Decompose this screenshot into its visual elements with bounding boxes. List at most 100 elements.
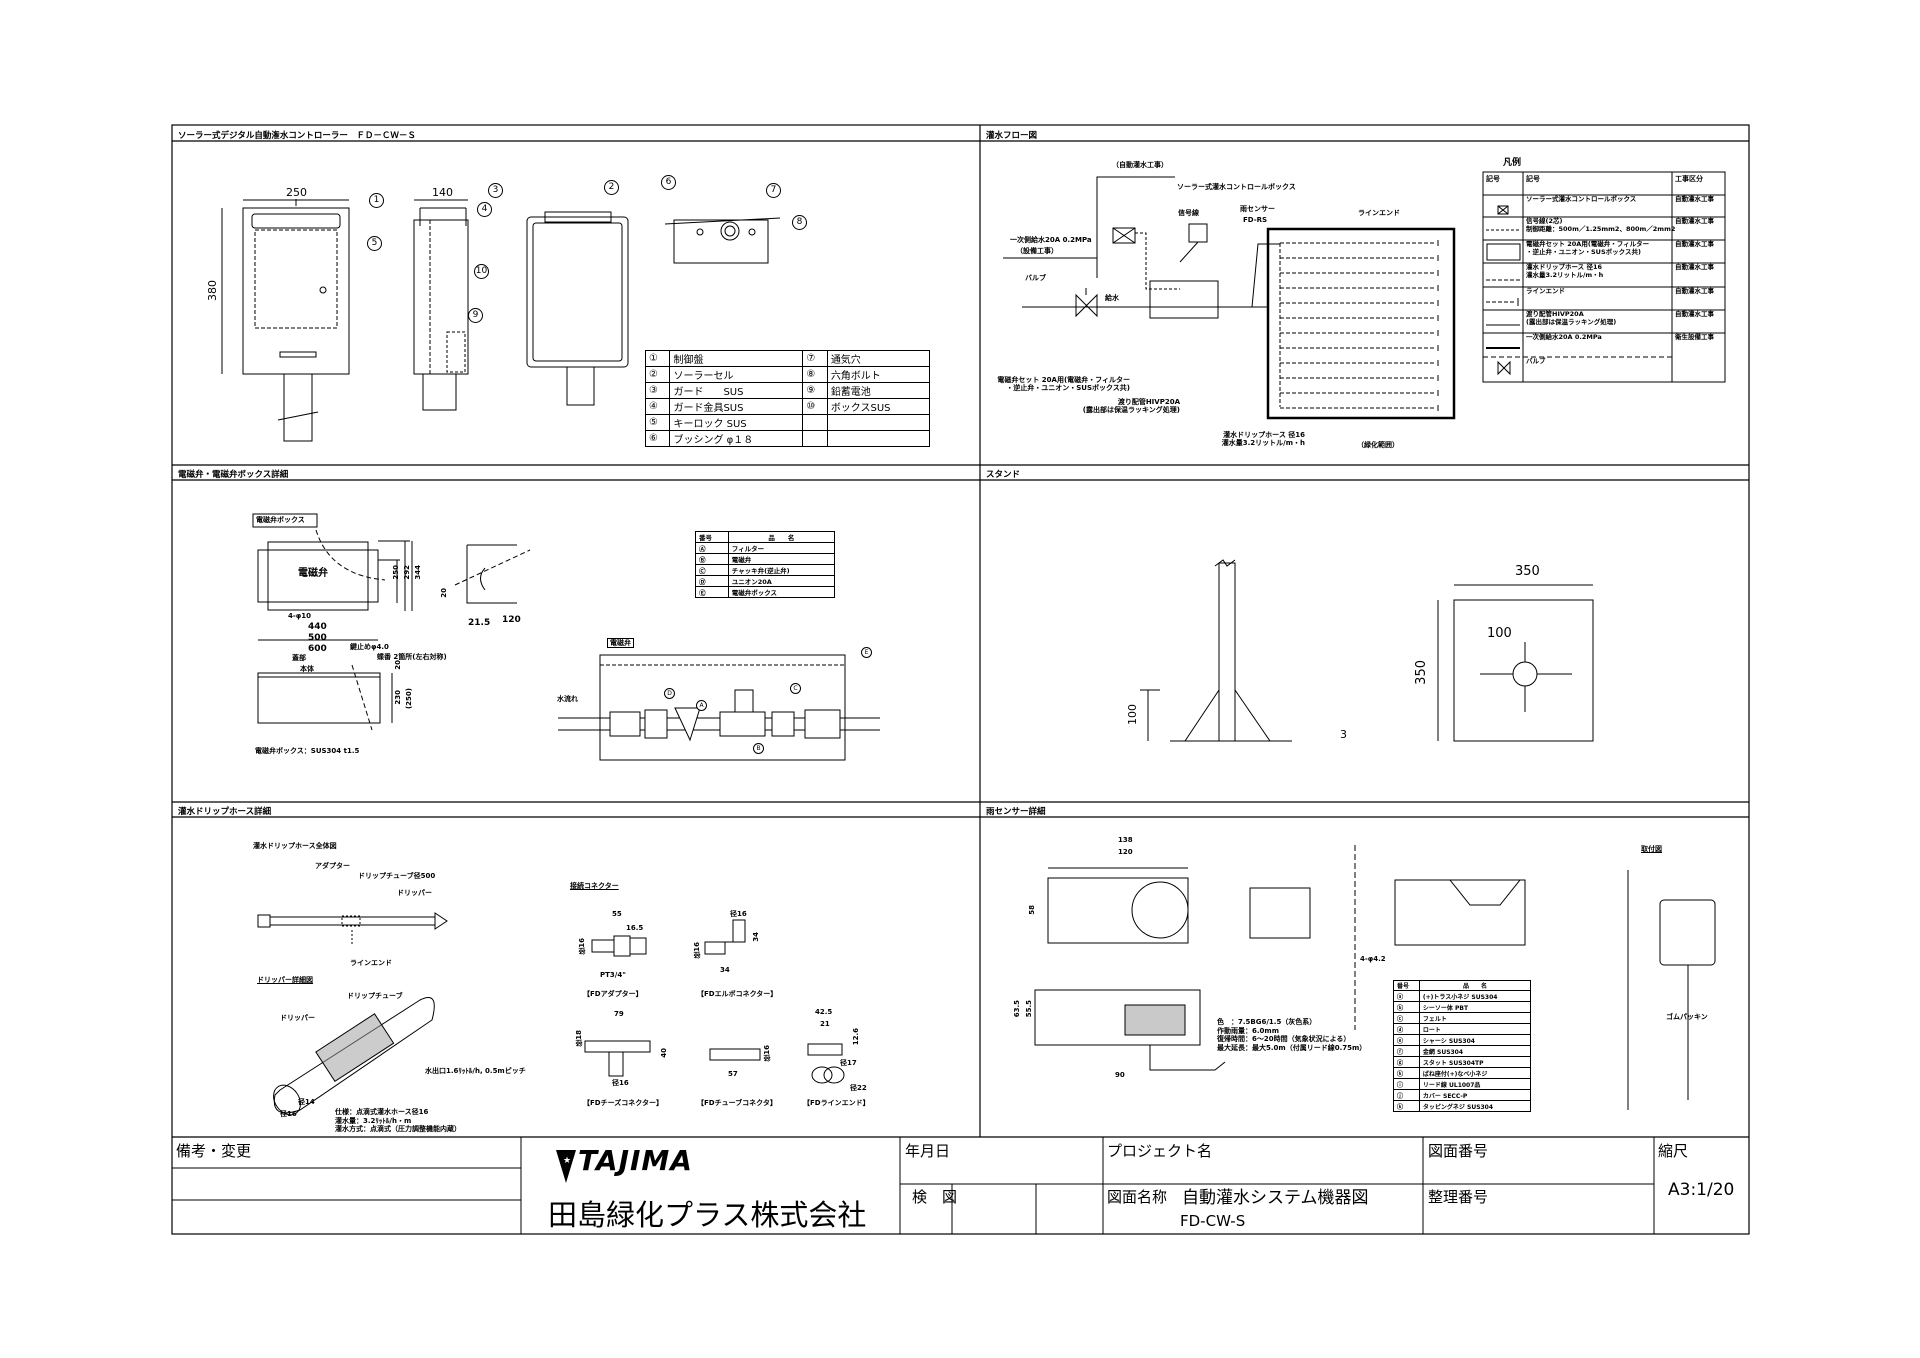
legend-row-work: 自動灌水工事 [1675,240,1714,248]
tee-dim-40: 40 [660,1048,668,1058]
front-dim-250: (250) [405,688,413,710]
flow-drip-lines [1279,240,1439,411]
legend-row-desc: 電磁弁セット 20A用(電磁弁・フィルター ・逆止弁・ユニオン・SUSボックス共… [1526,240,1650,256]
rain-sensor-drawings [1034,845,1716,1110]
section-title-drip: 灌水ドリップホース詳細 [178,807,272,817]
mount-title: 取付図 [1641,845,1662,853]
lineend-dim-12-6: 12.6 [852,1028,860,1046]
legend-row-desc: 信号線(2芯) 制御距離：500m／1.25mm2、800m／2mm2 [1526,217,1676,233]
drawing-number-label: 図面番号 [1428,1142,1489,1160]
flow-label-valve: バルブ [1025,274,1046,282]
solenoid-box-label: 電磁弁ボックス [256,516,305,524]
dim-height: 380 [206,280,219,301]
elbow-dim-34-v: 34 [752,932,760,942]
elbow-dim-d16-top: 径16 [730,910,747,918]
flow-label-line-end: ラインエンド [1358,209,1400,217]
dim-v-292: 292 [403,565,411,580]
key-label: 鍵止めφ4.0 [350,643,389,651]
legend-row-desc: 灌水ドリップホース 径16 灌水量3.2リットル/m・h [1526,263,1604,279]
title-block-lines [172,1137,1655,1234]
side-dim-120: 120 [502,615,521,625]
file-number-label: 整理番号 [1428,1188,1489,1206]
rain-dim-90: 90 [1115,1071,1125,1079]
packing-label: ゴムパッキン [1666,1013,1708,1021]
dim-holes: 4-φ10 [288,612,311,620]
scale-value: A3:1/20 [1668,1180,1735,1200]
legend-row-work: 衛生設備工事 [1675,333,1714,341]
flow-label-rain-model: FD-RS [1243,216,1268,224]
drip-dripper-label: ドリッパー [397,889,432,897]
detail-dripper-label: ドリッパー [280,1014,315,1022]
dim-depth: 140 [432,186,453,199]
rain-dim-58: 58 [1028,905,1036,915]
check-label: 検 図 [912,1188,958,1206]
connector-drawings [584,919,845,1084]
side-dim-20: 20 [440,588,448,598]
legend-row-work: 自動灌水工事 [1675,287,1714,295]
tee-dim-d18: 径18 [575,1030,583,1047]
flow-label-auto-work: （自動灌水工事） [1112,161,1168,169]
legend-row-desc: ソーラー式灌水コントロールボックス [1526,195,1637,203]
callout-b: B [753,743,764,754]
dim-d14: 径14 [298,1098,315,1106]
solenoid-box-text: 電磁弁 [298,568,328,579]
adapter-name: 【FDアダプター】 [583,990,643,998]
flow-label-control-box: ソーラー式灌水コントロールボックス [1177,183,1296,191]
flow-label-water: 給水 [1105,294,1119,302]
legend-header-symbol: 記号 [1486,175,1500,183]
callout-d: D [664,688,675,699]
legend-row-work: 自動灌水工事 [1675,195,1714,203]
stand-drawings [1140,559,1594,742]
side-dim-21-5: 21.5 [468,618,491,628]
dim-width: 250 [286,186,307,199]
solenoid-box-drawings [252,513,531,731]
stand-plate-thickness: 3 [1340,728,1347,741]
hinge-label: 蝶番 2箇所(左右対称) [377,653,447,661]
rain-dim-63-5: 63.5 [1013,1000,1021,1018]
adapter-dim-pt: PT3/4" [600,971,626,979]
callout-a: A [696,700,707,711]
sheet-frame [171,124,1750,1235]
elbow-dim-34-h: 34 [720,966,730,974]
flow-label-pipe: 渡り配管HIVP20A(露出部は保温ラッキング処理) [1082,398,1180,415]
legend-row-desc: バルブ [1526,357,1546,365]
remarks-label: 備考・変更 [176,1142,252,1160]
rain-dim-55-5: 55.5 [1025,1000,1033,1018]
drawing-name-label: 図面名称 [1107,1188,1168,1206]
flow-direction-label: 水流れ [557,695,578,703]
body-label: 本体 [300,665,314,673]
rain-dim-120: 120 [1118,848,1133,856]
controller-side-view [413,199,469,411]
legend-header-work: 工事区分 [1675,175,1703,183]
callout-2: 2 [604,180,619,195]
tee-dim-79: 79 [614,1010,624,1018]
legend-row-desc: ラインエンド [1526,287,1565,295]
callout-3: 3 [488,183,503,198]
front-dim-20: 20 [394,660,402,670]
dim-v-250: 250 [392,565,400,580]
plate-width-dim: 350 [1515,564,1540,579]
company-name: 田島緑化プラス株式会社 [548,1198,867,1232]
plate-height-dim: 350 [1414,660,1429,685]
drip-tube-label: ドリップチューブ径500 [358,872,436,880]
callout-e: E [861,647,872,658]
tube-dim-57: 57 [728,1070,738,1078]
section-title-controller: ソーラー式デジタル自動潅水コントローラー ＦＤ－ＣＷ－Ｓ [178,131,416,141]
lineend-dim-42-5: 42.5 [815,1008,833,1016]
section-title-solenoid: 電磁弁・電磁弁ボックス詳細 [178,470,289,480]
flow-diagram [1003,176,1456,420]
callout-10: 10 [474,264,489,279]
adapter-dim-16-5: 16.5 [626,924,644,932]
dripper-detail-title: ドリッパー詳細図 [257,976,313,984]
flow-label-valve-set: 電磁弁セット 20A用(電磁弁・フィルター・逆止弁・ユニオン・SUSボックス共) [997,376,1130,393]
callout-8: 8 [792,215,807,230]
callout-9: 9 [468,308,483,323]
drip-line-end-label: ラインエンド [350,959,392,967]
flow-label-signal: 信号線 [1178,209,1199,217]
flow-label-supply-note: （設備工事） [1016,247,1058,255]
drawing-name: 自動灌水システム機器図 [1182,1188,1369,1208]
